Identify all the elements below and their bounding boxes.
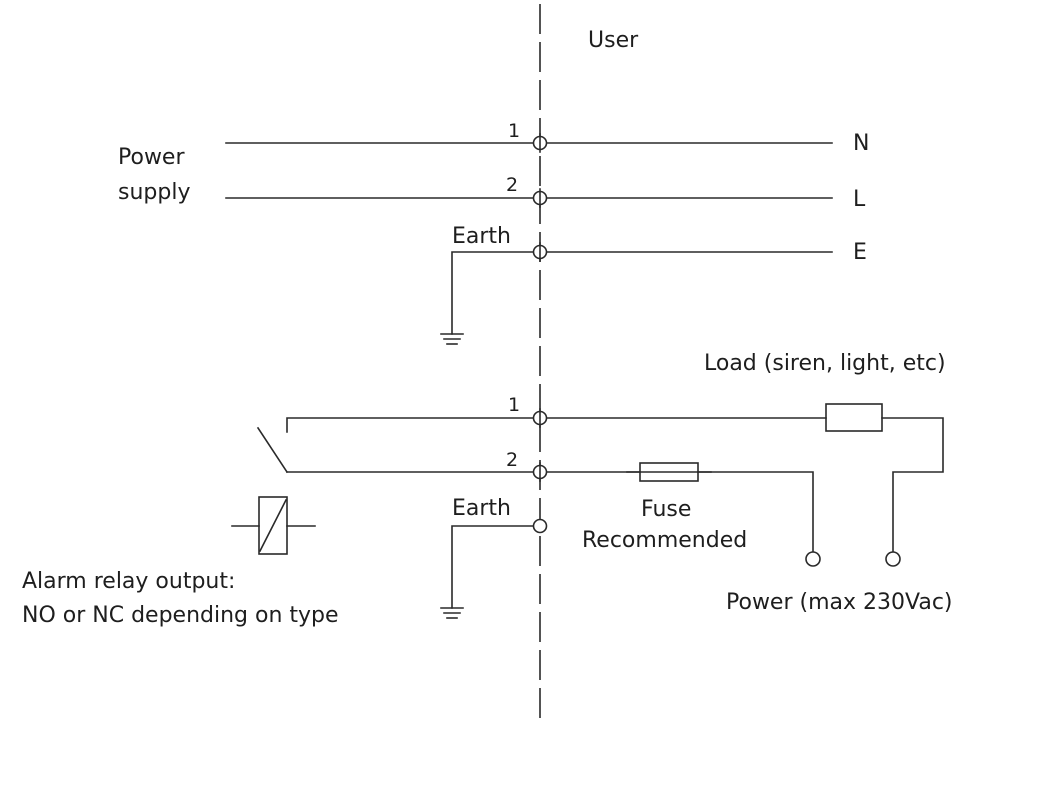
alarm-relay-label-line1: Alarm relay output: bbox=[22, 569, 235, 594]
user-label: User bbox=[588, 28, 639, 53]
power-terminal-left bbox=[805, 551, 821, 567]
load-symbol bbox=[825, 403, 883, 432]
terminal-power-2-label: 2 bbox=[506, 174, 518, 196]
load-return-wire bbox=[881, 417, 944, 553]
earth-label-bottom: Earth bbox=[452, 496, 511, 521]
fuse-label-line1: Fuse bbox=[641, 497, 691, 522]
fuse-return-wire bbox=[697, 471, 814, 553]
relay-earth-drop-wire bbox=[451, 525, 541, 609]
terminal-relay-2-label: 2 bbox=[506, 449, 518, 471]
terminal-relay-earth bbox=[532, 518, 548, 534]
earth-drop-wire bbox=[451, 251, 541, 335]
earth-letter-label: E bbox=[853, 240, 867, 265]
relay-switch-blade bbox=[256, 426, 289, 474]
terminal-relay-1-label: 1 bbox=[508, 394, 520, 416]
power-supply-section bbox=[225, 133, 833, 345]
live-label: L bbox=[853, 187, 866, 212]
relay-contact-no-wire bbox=[286, 417, 541, 433]
ground-symbol-bottom bbox=[440, 607, 464, 619]
alarm-relay-section bbox=[231, 403, 944, 619]
terminal-power-1-label: 1 bbox=[508, 120, 520, 142]
relay-coil-symbol bbox=[231, 496, 316, 555]
power-max-label: Power (max 230Vac) bbox=[726, 590, 953, 615]
power-supply-label-line1: Power bbox=[118, 145, 185, 170]
fuse-label-line2: Recommended bbox=[582, 528, 747, 553]
power-supply-label-line2: supply bbox=[118, 180, 190, 205]
power-terminal-right bbox=[885, 551, 901, 567]
alarm-relay-label-line2: NO or NC depending on type bbox=[22, 603, 339, 628]
neutral-label: N bbox=[853, 131, 869, 156]
load-label: Load (siren, light, etc) bbox=[704, 351, 946, 376]
ground-symbol-top bbox=[440, 333, 464, 345]
earth-label-top: Earth bbox=[452, 224, 511, 249]
